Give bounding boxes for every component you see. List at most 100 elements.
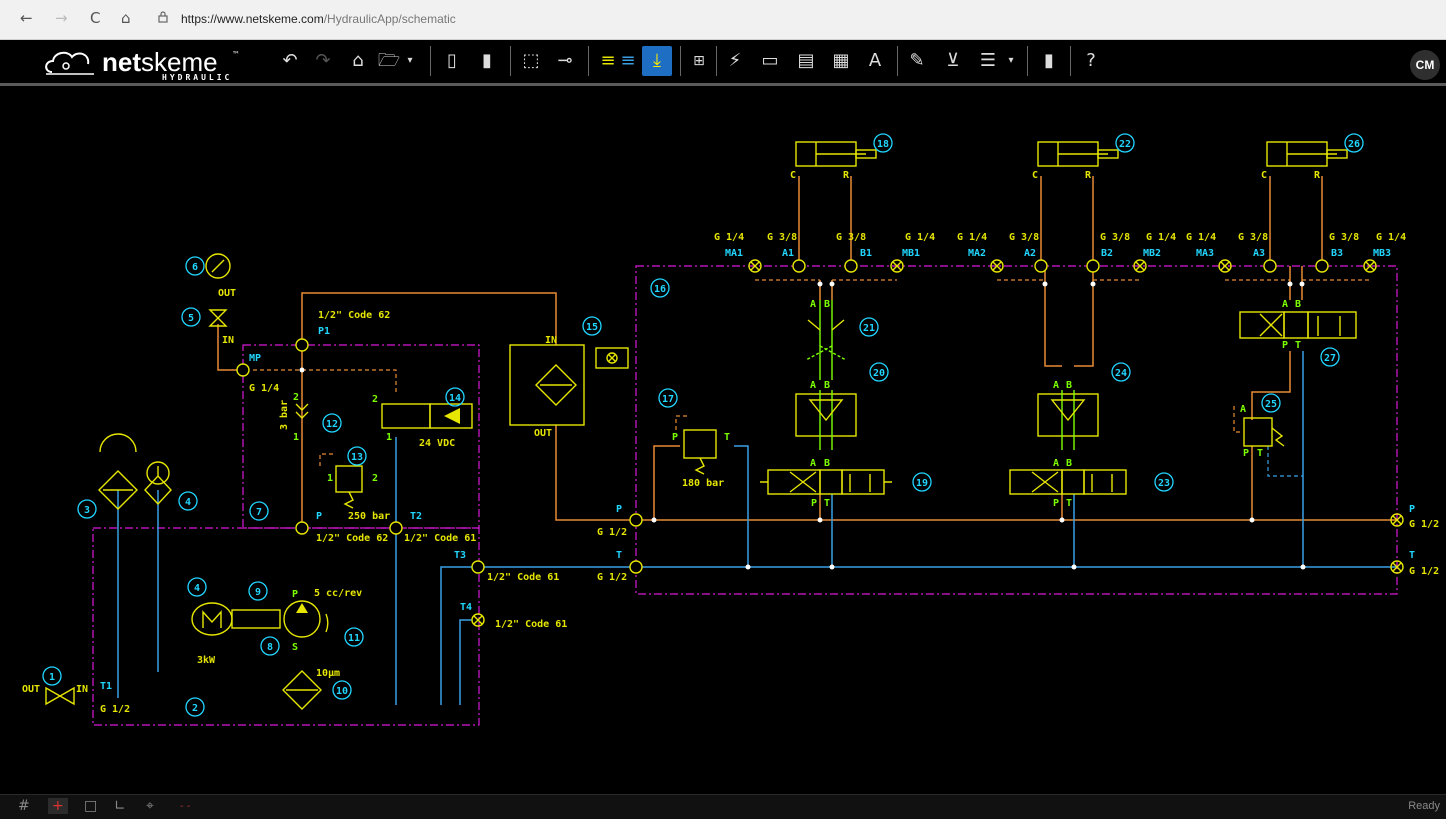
label: C [1032,170,1038,181]
dropdown-icon[interactable]: ▾ [407,55,413,66]
open-folder-icon[interactable]: 🗁 [377,50,401,71]
pressure-gauge-6[interactable] [205,253,231,279]
line-style-icon[interactable]: ☰ [979,50,997,71]
label: 2 [293,392,299,403]
component-number: 3 [84,505,90,516]
label: IN [222,335,234,346]
label: G 1/2 [1409,566,1439,577]
label: A3 [1253,248,1265,259]
ortho-icon[interactable]: ∟ [114,798,126,814]
label: A [1053,380,1059,391]
schematic-canvas[interactable]: .y{stroke:#e6e600;fill:none;stroke-width… [8,88,1446,794]
toolbar-divider [680,46,681,76]
solenoid-valve-14[interactable] [381,403,473,429]
help-icon[interactable]: ? [1086,50,1096,71]
export-icon[interactable]: ▮ [1044,50,1054,71]
junction-dots [299,281,1306,570]
rectangle-select-icon[interactable]: ⬚ [522,50,540,71]
label: T2 [410,511,422,522]
redo-icon[interactable]: ↷ [315,50,331,71]
directional-valve-19[interactable] [760,469,892,495]
reload-icon[interactable]: C [90,9,101,27]
component-a-icon[interactable]: ▯ [447,50,457,71]
label: G 1/4 [957,232,987,243]
label: G 1/4 [714,232,744,243]
label: B [1066,458,1072,469]
title-block-icon[interactable]: ▤ [797,50,815,71]
node-snap-icon[interactable]: ⌖ [146,798,154,814]
home-icon[interactable]: ⌂ [121,9,131,27]
cylinder-18[interactable] [795,141,877,167]
component-number: 1 [49,672,55,683]
pilot-check-21[interactable] [805,300,847,380]
route-line-icon[interactable]: ⤓ [642,46,672,76]
label: G 3/8 [836,232,866,243]
component-number: 20 [873,368,885,379]
label: A [1282,299,1288,310]
plugged-ports [471,259,1404,627]
snap-crosshair-icon[interactable]: + [48,798,68,814]
label: OUT [218,288,236,299]
relief-valve-17[interactable] [675,415,717,475]
reducing-valve-25[interactable] [1233,406,1285,447]
connect-node-icon[interactable]: ⊸ [557,50,573,71]
align-b-icon[interactable]: ≡ [620,50,636,71]
undo-icon[interactable]: ↶ [282,50,298,71]
flow-control-20[interactable] [795,390,857,450]
label: R [843,170,850,181]
label: G 1/2 [597,572,627,583]
label: IN [545,335,557,346]
needle-valve-5[interactable] [208,309,228,327]
suction-filter-10[interactable] [282,670,322,710]
motor-4[interactable] [191,602,281,636]
flow-control-24[interactable] [1037,390,1099,450]
align-icon[interactable]: ≡ [600,50,616,71]
table-icon[interactable]: ▦ [832,50,850,71]
brand-tm: ™ [232,50,240,59]
label: MA2 [968,248,986,259]
directional-valve-23[interactable] [1009,469,1127,495]
toolbar-divider [1027,46,1028,76]
label: G 3/8 [1009,232,1039,243]
flash-icon[interactable]: ⚡ [728,50,742,71]
directional-valve-27[interactable] [1239,311,1357,339]
label: MA1 [725,248,743,259]
label: G 1/4 [1146,232,1176,243]
component-number: 9 [255,587,261,598]
text-icon[interactable]: A [868,50,882,71]
relief-valve-13[interactable] [319,453,363,509]
lock-icon [158,11,168,23]
forward-arrow-icon[interactable]: → [55,9,68,27]
filter-15[interactable] [509,344,629,426]
check-valve-12[interactable] [295,403,309,419]
fill-icon[interactable]: ⊻ [946,50,960,71]
label: B [1295,299,1301,310]
component-b-icon[interactable]: ▮ [482,50,492,71]
back-arrow-icon[interactable]: ← [20,9,33,27]
user-avatar[interactable]: CM [1410,50,1440,80]
dropdown-icon[interactable]: ▾ [1008,55,1014,66]
label: MB2 [1143,248,1161,259]
dash-line-icon[interactable]: - - [180,801,191,812]
edit-icon[interactable]: ✎ [909,50,925,71]
frame-icon[interactable]: ▭ [761,50,779,71]
label: G 1/2 [1409,519,1439,530]
grid-icon[interactable]: ⊞ [693,53,705,69]
manual-valve-1[interactable] [45,686,75,706]
pump-9[interactable] [283,600,329,638]
url-field[interactable]: https://www.netskeme.com/HydraulicApp/sc… [181,12,456,26]
toolbar-divider [588,46,589,76]
accumulator-3[interactable] [98,433,138,510]
cylinder-22[interactable] [1037,141,1119,167]
label: G 3/8 [1238,232,1268,243]
home-icon[interactable]: ⌂ [352,50,364,71]
cylinder-26[interactable] [1266,141,1348,167]
label: A [1240,404,1246,415]
url-host: https://www.netskeme.com [181,12,324,26]
label: A [810,299,816,310]
component-number: 13 [351,452,363,463]
grid-toggle-icon[interactable]: # [18,798,30,814]
snap-corner-icon[interactable]: □ [84,798,98,814]
component-number: 5 [188,313,194,324]
level-gauge-4[interactable] [144,461,172,506]
